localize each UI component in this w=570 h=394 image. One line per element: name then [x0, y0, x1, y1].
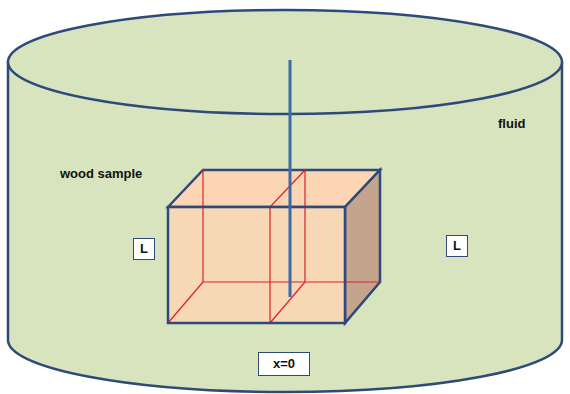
part-label: fluid — [498, 116, 525, 132]
cylinder-top — [8, 10, 562, 114]
hidden-edges — [168, 170, 380, 323]
box-front-outline — [168, 207, 345, 323]
box-side-face — [345, 170, 380, 323]
dimension-box: L — [446, 235, 468, 257]
box-front-face — [168, 207, 345, 323]
part-label: wood sample — [60, 166, 142, 182]
dimension-box: x=0 — [258, 352, 310, 376]
dimension-box: L — [133, 238, 155, 260]
box-top-face — [168, 170, 380, 207]
dimension-label: x=0 — [273, 356, 295, 372]
probe-rod — [289, 60, 292, 297]
dimension-label: L — [453, 238, 461, 254]
dimension-label: L — [140, 241, 148, 257]
